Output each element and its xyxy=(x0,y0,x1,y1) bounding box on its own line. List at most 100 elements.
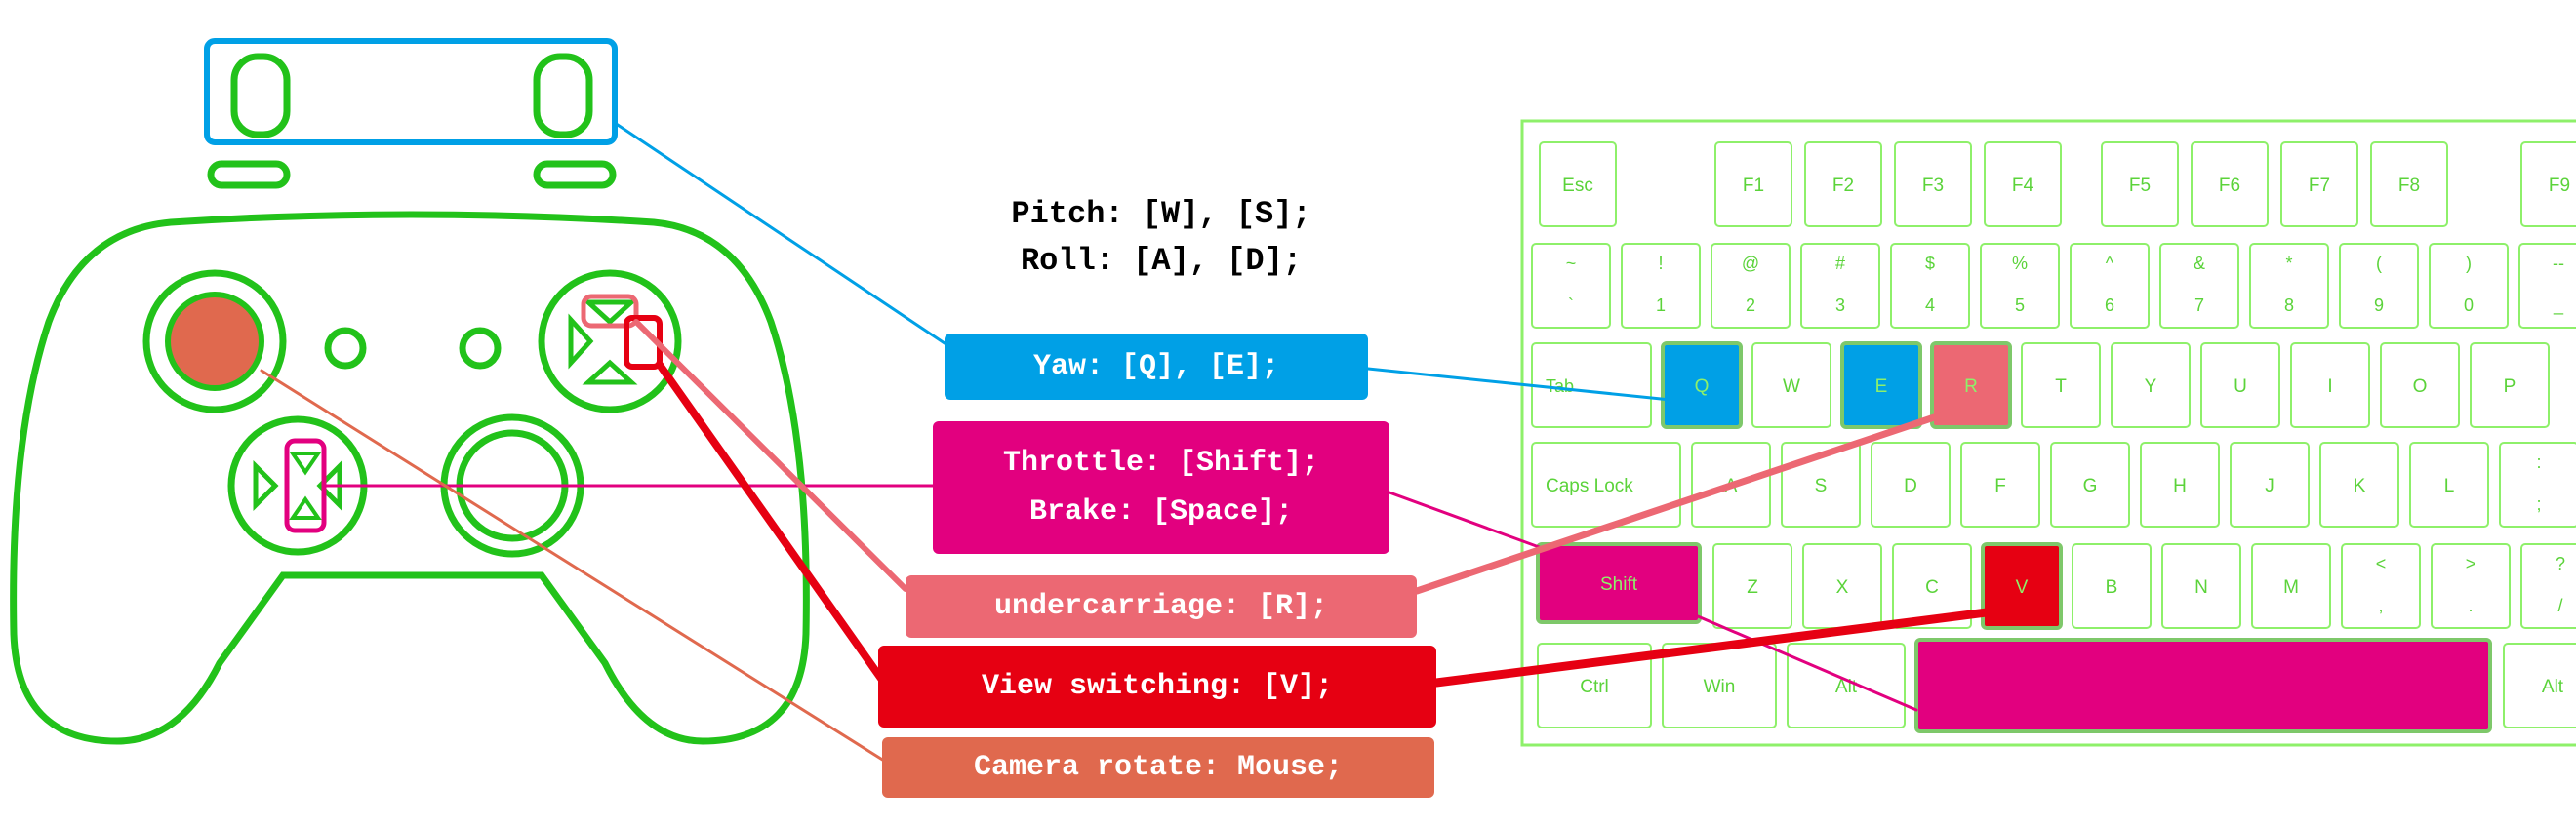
key-label-f9: F9 xyxy=(2549,176,2570,196)
left-stick-ring xyxy=(142,269,287,413)
key-num-3 xyxy=(1800,243,1880,329)
key-v xyxy=(1981,542,2063,630)
key-legend-top: @ xyxy=(1742,254,1759,273)
key-num-5 xyxy=(1980,243,2060,329)
key-semicolon xyxy=(2499,442,2576,528)
key-num-symbol xyxy=(1531,243,1611,329)
key-label-f3: F3 xyxy=(1922,176,1944,196)
key-f6 xyxy=(2191,141,2269,227)
right-trigger xyxy=(533,53,593,138)
face-button-top-highlight xyxy=(581,294,639,329)
key-alt-right xyxy=(2503,643,2576,728)
key-label-u: U xyxy=(2234,376,2247,397)
key-f4 xyxy=(1984,141,2062,227)
key-legend-top: % xyxy=(2012,254,2028,273)
key-q xyxy=(1661,341,1743,429)
camera-rotate-label: Camera rotate: Mouse; xyxy=(882,737,1434,798)
key-a xyxy=(1691,442,1771,528)
connector-undercarriage-key xyxy=(1413,406,1961,595)
key-shift xyxy=(1536,542,1702,624)
key-legend-top: # xyxy=(1835,254,1845,273)
key-l xyxy=(2409,442,2489,528)
pitch-roll-text: Pitch: [W], [S]; Roll: [A], [D]; xyxy=(937,191,1386,285)
dpad-left xyxy=(253,459,279,512)
key-num-8 xyxy=(2249,243,2329,329)
key-legend-bottom: 8 xyxy=(2284,295,2294,315)
view-switching-label-text: View switching: [V]; xyxy=(981,670,1334,703)
connector-yaw-trigger xyxy=(613,121,946,345)
key-label-l: L xyxy=(2444,476,2455,496)
key-legend-bottom: 5 xyxy=(2015,295,2025,315)
left-trigger xyxy=(230,53,291,138)
key-label-s: S xyxy=(1815,476,1828,496)
brake-label-text: Brake: [Space]; xyxy=(1028,495,1294,529)
key-legend-top: ? xyxy=(2556,554,2565,573)
key-num-9 xyxy=(2339,243,2419,329)
key-legend-top: : xyxy=(2536,452,2541,472)
key-legend-bottom: ` xyxy=(1568,295,1574,315)
key-label-f: F xyxy=(1994,476,2006,496)
key-num-1 xyxy=(1621,243,1701,329)
select-button xyxy=(324,327,367,370)
key-label-n: N xyxy=(2194,577,2208,598)
left-bumper xyxy=(207,160,291,189)
key-space xyxy=(1914,638,2492,733)
left-stick xyxy=(165,292,264,391)
key-esc xyxy=(1539,141,1617,227)
keyboard-frame xyxy=(1520,119,2576,747)
key-label-f6: F6 xyxy=(2219,176,2240,196)
key-legend-top: ~ xyxy=(1566,254,1577,273)
key-legend-bottom: . xyxy=(2468,596,2473,615)
key-label-ctrl: Ctrl xyxy=(1580,677,1609,697)
key-legend-bottom: 3 xyxy=(1835,295,1845,315)
key-label-j: J xyxy=(2265,476,2274,496)
key-legend-top: ^ xyxy=(2106,254,2114,273)
gamepad-body xyxy=(10,211,810,745)
connector-undercarriage-button xyxy=(633,319,908,592)
key-i xyxy=(2290,342,2370,428)
key-y xyxy=(2111,342,2191,428)
key-num-7 xyxy=(2159,243,2239,329)
key-legend-top: & xyxy=(2194,254,2205,273)
undercarriage-label: undercarriage: [R]; xyxy=(906,575,1417,638)
key-label-z: Z xyxy=(1747,577,1758,598)
key-legend-top: $ xyxy=(1925,254,1935,273)
key-f8 xyxy=(2370,141,2448,227)
key-b xyxy=(2072,543,2152,629)
right-bumper xyxy=(533,160,617,189)
key-num-4 xyxy=(1890,243,1970,329)
key-label-f1: F1 xyxy=(1743,176,1764,196)
key-label-t: T xyxy=(2055,376,2067,397)
yaw-label-text: Yaw: [Q], [E]; xyxy=(1032,350,1280,383)
key-legend-bottom: , xyxy=(2378,596,2383,615)
key-legend-bottom: / xyxy=(2557,596,2562,615)
connector-view-button xyxy=(656,361,888,687)
connector-lines xyxy=(260,121,1992,763)
key-label-f7: F7 xyxy=(2309,176,2330,196)
key-legend-top: < xyxy=(2376,554,2387,573)
face-button-left xyxy=(568,313,594,370)
key-legend-bottom: 0 xyxy=(2464,295,2474,315)
key-z xyxy=(1712,543,1792,629)
key-label-p: P xyxy=(2504,376,2516,397)
key-label-c: C xyxy=(1925,577,1939,598)
key-legend-top: * xyxy=(2285,254,2292,273)
key-legend-bottom: ; xyxy=(2536,494,2541,514)
key-legend-top: ( xyxy=(2376,254,2382,273)
key-p xyxy=(2470,342,2550,428)
key-label-f4: F4 xyxy=(2012,176,2034,196)
key-label-i: I xyxy=(2327,376,2332,397)
key-o xyxy=(2380,342,2460,428)
key-num-2 xyxy=(1711,243,1791,329)
dpad-up xyxy=(289,452,322,476)
key-label-k: K xyxy=(2354,476,2366,496)
key-t xyxy=(2021,342,2101,428)
key-label-alt: Alt xyxy=(2542,677,2564,697)
key-num-0 xyxy=(2429,243,2509,329)
view-switching-label: View switching: [V]; xyxy=(878,646,1436,728)
key-m xyxy=(2251,543,2331,629)
yaw-label: Yaw: [Q], [E]; xyxy=(945,334,1368,400)
